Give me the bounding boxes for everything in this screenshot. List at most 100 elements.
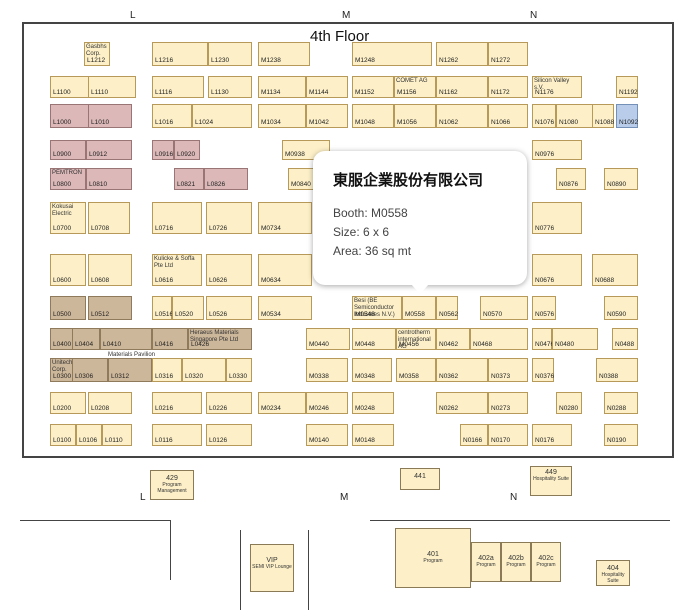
booth-n0373[interactable]: N0373 <box>488 358 528 382</box>
booth-m0234[interactable]: M0234 <box>258 392 306 414</box>
booth-l0600[interactable]: L0600 <box>50 254 86 286</box>
booth-l0716[interactable]: L0716 <box>152 202 202 234</box>
booth-n0288[interactable]: N0288 <box>604 392 638 414</box>
booth-m1042[interactable]: M1042 <box>306 104 348 128</box>
booth-n0488[interactable]: N0488 <box>612 328 638 350</box>
booth-m0734[interactable]: M0734 <box>258 202 312 234</box>
booth-n0280[interactable]: N0280 <box>556 392 582 414</box>
booth-l1010[interactable]: L1010 <box>88 104 132 128</box>
booth-l1212[interactable]: Gasbhs Corp.L1212 <box>84 42 110 66</box>
booth-m1152[interactable]: M1152 <box>352 76 394 98</box>
booth-l0100[interactable]: L0100 <box>50 424 76 446</box>
booth-l0208[interactable]: L0208 <box>88 392 132 414</box>
booth-n1066[interactable]: N1066 <box>488 104 528 128</box>
booth-m1144[interactable]: M1144 <box>306 76 348 98</box>
booth-l0826[interactable]: L0826 <box>204 168 248 190</box>
booth-l1100[interactable]: L1100 <box>50 76 94 98</box>
booth-n1062[interactable]: N1062 <box>436 104 488 128</box>
booth-l0330[interactable]: L0330 <box>226 358 252 382</box>
booth-m1048[interactable]: M1048 <box>352 104 394 128</box>
booth-l0300[interactable]: Unitech Corp.L0300 <box>50 358 74 382</box>
booth-l0316[interactable]: L0316 <box>152 358 182 382</box>
booth-n0676[interactable]: N0676 <box>532 254 582 286</box>
booth-m0358[interactable]: M0358 <box>396 358 436 382</box>
booth-n0776[interactable]: N0776 <box>532 202 582 234</box>
booth-m1134[interactable]: M1134 <box>258 76 306 98</box>
booth-n0468[interactable]: N0468 <box>470 328 528 350</box>
room-429[interactable]: 429 Program Management <box>150 470 194 500</box>
booth-l0404[interactable]: L0404 <box>72 328 100 350</box>
booth-n0362[interactable]: N0362 <box>436 358 488 382</box>
booth-l0520[interactable]: L0520 <box>172 296 204 320</box>
room-449[interactable]: 449 Hospitality Suite <box>530 466 572 496</box>
booth-n0462[interactable]: N0462 <box>436 328 470 350</box>
booth-n1172[interactable]: N1172 <box>488 76 528 98</box>
booth-m0338[interactable]: M0338 <box>306 358 348 382</box>
booth-n0562[interactable]: N0562 <box>436 296 458 320</box>
room-404[interactable]: 404 Hospitality Suite <box>596 560 630 586</box>
booth-n0376[interactable]: N0376 <box>532 358 554 382</box>
booth-n0570[interactable]: N0570 <box>480 296 528 320</box>
booth-m0248[interactable]: M0248 <box>352 392 394 414</box>
room-vip[interactable]: VIP SEMI VIP Lounge <box>250 544 294 592</box>
booth-n1092[interactable]: N1092 <box>616 104 638 128</box>
booth-l0912[interactable]: L0912 <box>86 140 132 160</box>
booth-l0126[interactable]: L0126 <box>206 424 252 446</box>
booth-l0226[interactable]: L0226 <box>206 392 252 414</box>
booth-l0306[interactable]: L0306 <box>72 358 108 382</box>
booth-n1192[interactable]: N1192 <box>616 76 638 98</box>
booth-n1176[interactable]: Silicon Valley s.V.N1176 <box>532 76 582 98</box>
booth-m0634[interactable]: M0634 <box>258 254 312 286</box>
booth-n0170[interactable]: N0170 <box>488 424 528 446</box>
booth-m1034[interactable]: M1034 <box>258 104 306 128</box>
booth-l0900[interactable]: L0900 <box>50 140 86 160</box>
booth-l0110[interactable]: L0110 <box>102 424 132 446</box>
booth-l0200[interactable]: L0200 <box>50 392 86 414</box>
booth-n0976[interactable]: N0976 <box>532 140 582 160</box>
booth-l0526[interactable]: L0526 <box>206 296 252 320</box>
booth-l0708[interactable]: L0708 <box>88 202 130 234</box>
booth-n0688[interactable]: N0688 <box>592 254 638 286</box>
booth-n1272[interactable]: N1272 <box>488 42 528 66</box>
booth-m0148[interactable]: M0148 <box>352 424 394 446</box>
booth-l0821[interactable]: L0821 <box>174 168 204 190</box>
booth-n0876[interactable]: N0876 <box>556 168 586 190</box>
booth-l0106[interactable]: L0106 <box>76 424 102 446</box>
booth-n1076[interactable]: N1076 <box>532 104 556 128</box>
booth-m1248[interactable]: M1248 <box>352 42 432 66</box>
room-402b[interactable]: 402b Program <box>501 542 531 582</box>
booth-l0410[interactable]: L0410 <box>100 328 152 350</box>
booth-n1262[interactable]: N1262 <box>436 42 488 66</box>
booth-m0246[interactable]: M0246 <box>306 392 348 414</box>
room-402c[interactable]: 402c Program <box>531 542 561 582</box>
room-441[interactable]: 441 <box>400 468 440 490</box>
booth-l0312[interactable]: L0312 <box>108 358 152 382</box>
booth-l1016[interactable]: L1016 <box>152 104 192 128</box>
booth-l1024[interactable]: L1024 <box>192 104 252 128</box>
booth-n0388[interactable]: N0388 <box>596 358 638 382</box>
booth-l0512[interactable]: L0512 <box>88 296 132 320</box>
booth-l0920[interactable]: L0920 <box>174 140 200 160</box>
booth-m1056[interactable]: M1056 <box>394 104 436 128</box>
booth-l0216[interactable]: L0216 <box>152 392 202 414</box>
booth-n0476[interactable]: N0476 <box>532 328 554 350</box>
booth-n0176[interactable]: N0176 <box>532 424 572 446</box>
booth-l0500[interactable]: L0500 <box>50 296 86 320</box>
room-402a[interactable]: 402a Program <box>471 542 501 582</box>
booth-m0840[interactable]: M0840 <box>288 168 316 190</box>
booth-m0558[interactable]: M0558 <box>402 296 436 320</box>
booth-l0726[interactable]: L0726 <box>206 202 252 234</box>
booth-n0576[interactable]: N0576 <box>532 296 556 320</box>
booth-l1130[interactable]: L1130 <box>208 76 252 98</box>
booth-l0400[interactable]: L0400 <box>50 328 74 350</box>
booth-n0262[interactable]: N0262 <box>436 392 488 414</box>
booth-m0448[interactable]: M0448 <box>352 328 396 350</box>
booth-m1238[interactable]: M1238 <box>258 42 310 66</box>
booth-l0320[interactable]: L0320 <box>182 358 226 382</box>
booth-m0534[interactable]: M0534 <box>258 296 312 320</box>
